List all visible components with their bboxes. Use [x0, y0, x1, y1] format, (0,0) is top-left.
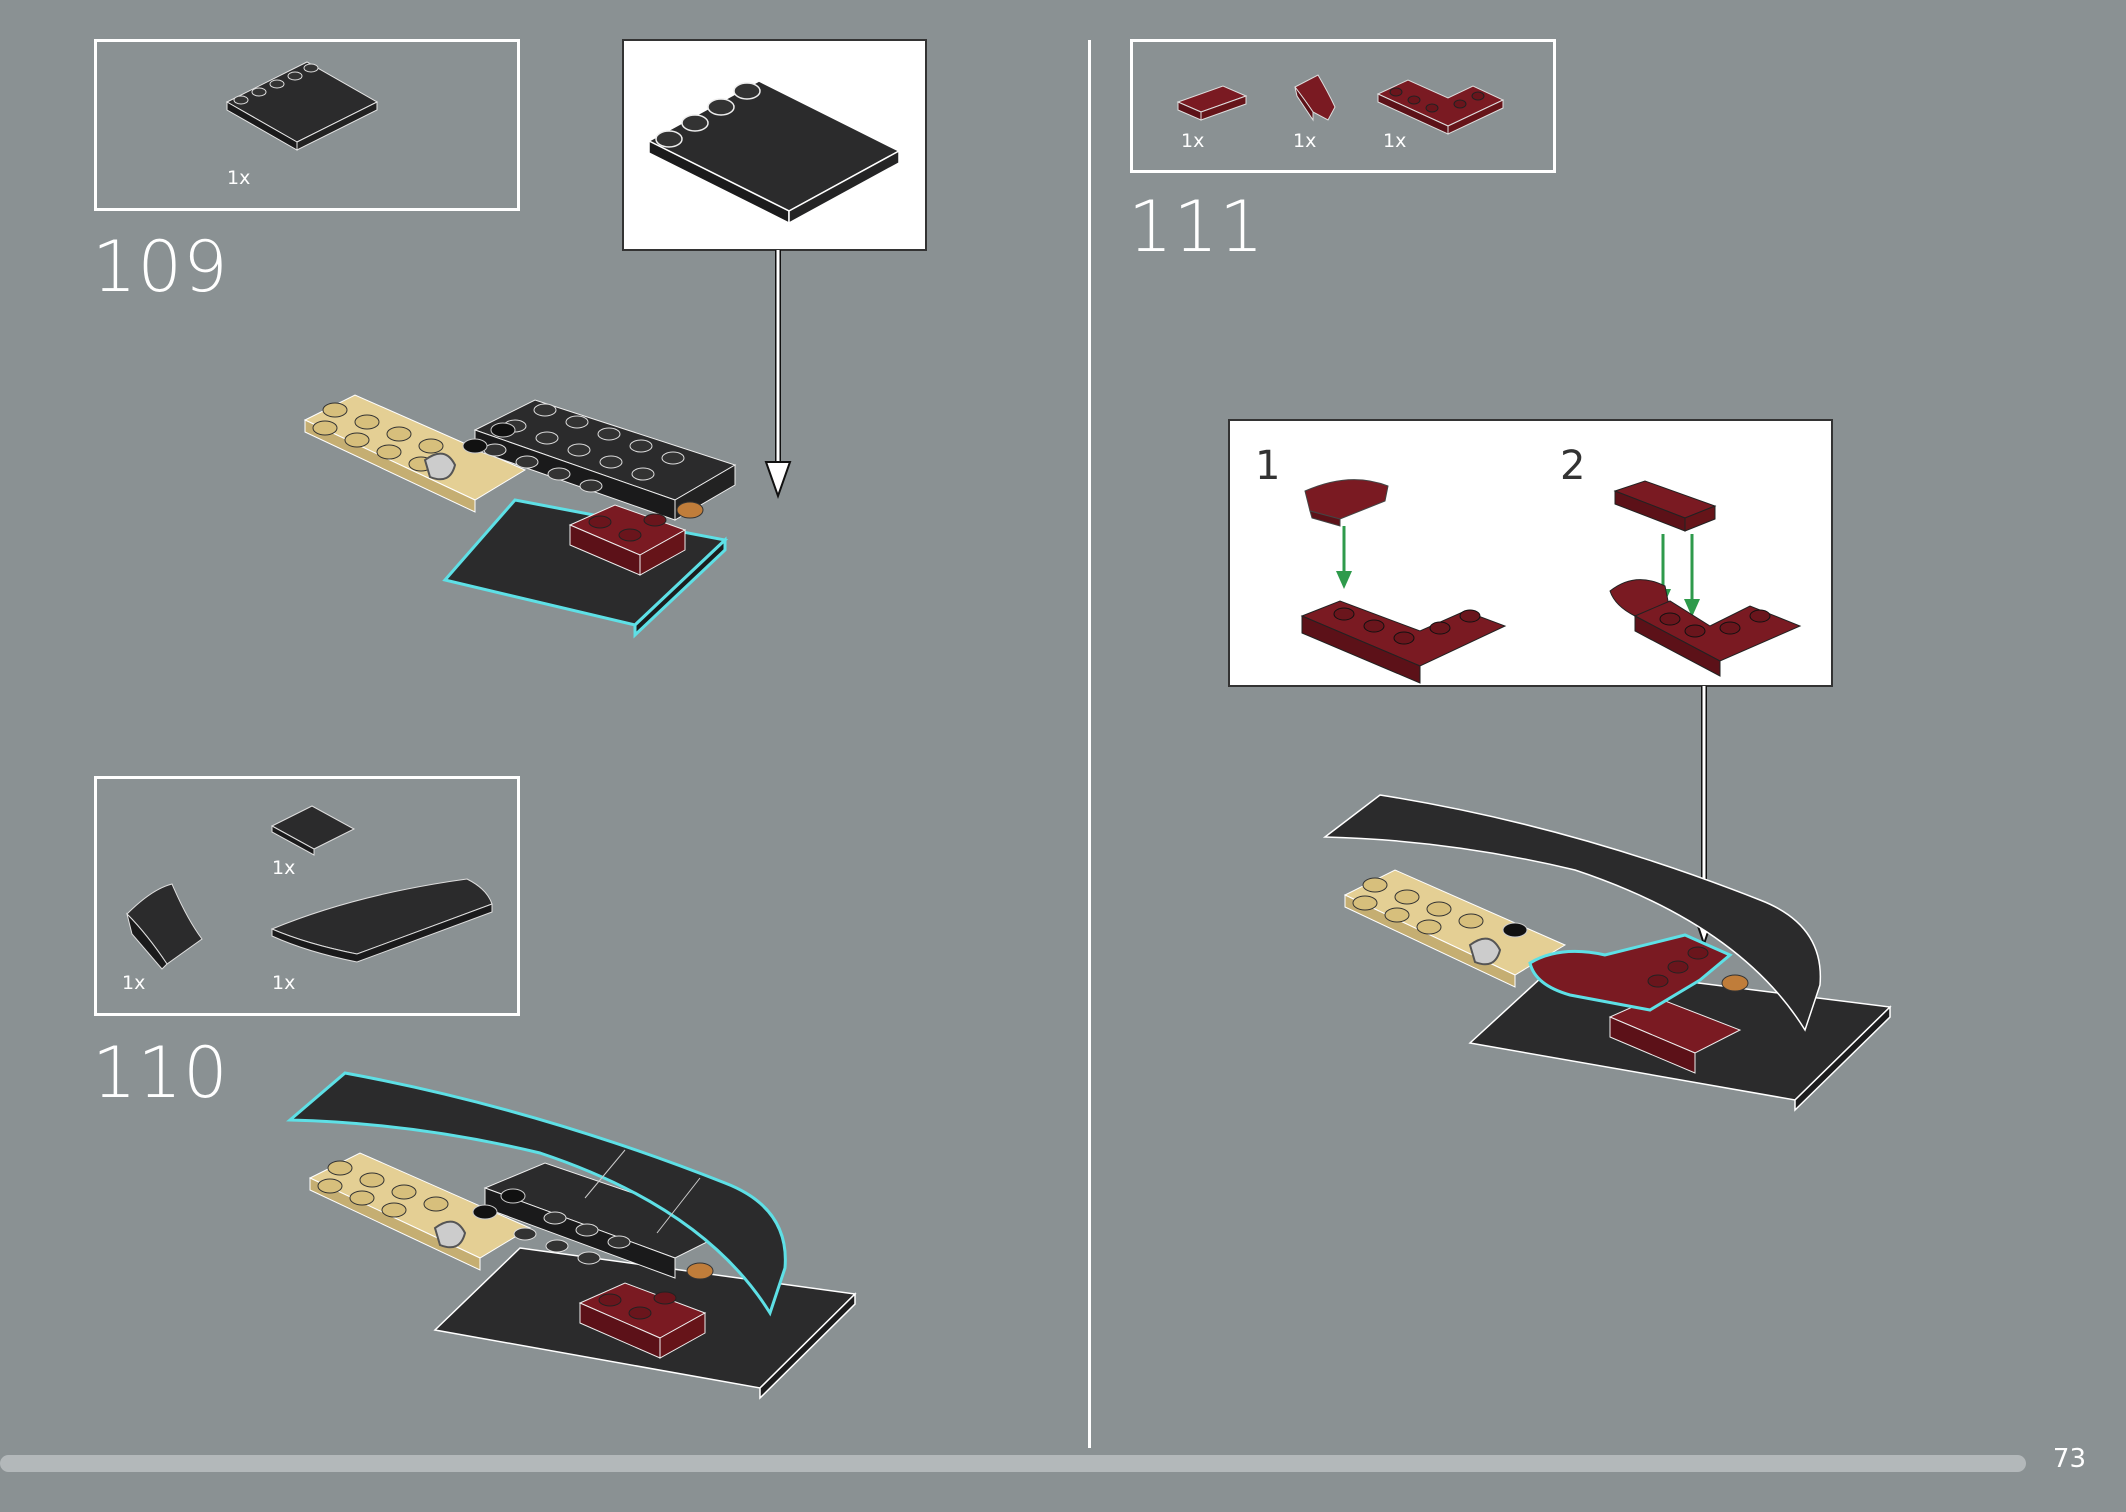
part-qty: 1x	[1383, 130, 1407, 152]
part-qty: 1x	[272, 857, 296, 879]
dark-red-l-plate-icon	[1376, 79, 1505, 135]
substep-number: 2	[1560, 443, 1586, 489]
model-step-109	[303, 394, 737, 639]
dark-gray-curved-slope-icon	[126, 883, 203, 970]
dark-red-tile-icon	[1176, 85, 1248, 121]
part-qty: 1x	[1181, 130, 1205, 152]
substep-number: 1	[1255, 443, 1281, 489]
dark-gray-4x4-tile-icon	[647, 80, 901, 225]
callout-109	[622, 39, 927, 251]
progress-bar	[0, 1455, 2026, 1472]
dark-gray-2x2-tile-icon	[270, 805, 356, 856]
part-qty: 1x	[227, 167, 251, 189]
step-number-111: 111	[1128, 186, 1265, 268]
step-number-110: 110	[92, 1032, 229, 1114]
parts-box-110: 1x 1x 1x	[94, 776, 520, 1016]
page-divider	[1088, 40, 1091, 1448]
parts-box-109: 1x	[94, 39, 520, 211]
dark-gray-4x4-tile-icon	[225, 61, 379, 151]
placement-arrow	[764, 250, 792, 500]
step-number-109: 109	[92, 226, 229, 308]
part-qty: 1x	[1293, 130, 1317, 152]
callout-111: 1 2	[1228, 419, 1833, 687]
substep-2-assembly	[1609, 480, 1802, 677]
dark-gray-long-curved-slope-icon	[270, 878, 493, 963]
model-step-110	[286, 1071, 857, 1400]
part-qty: 1x	[272, 972, 296, 994]
model-step-111	[1322, 794, 1892, 1112]
substep-1-assembly	[1300, 479, 1507, 684]
parts-box-111: 1x 1x 1x	[1130, 39, 1556, 173]
part-qty: 1x	[122, 972, 146, 994]
page-number: 73	[2052, 1444, 2086, 1474]
dark-red-slope-icon	[1294, 74, 1336, 122]
